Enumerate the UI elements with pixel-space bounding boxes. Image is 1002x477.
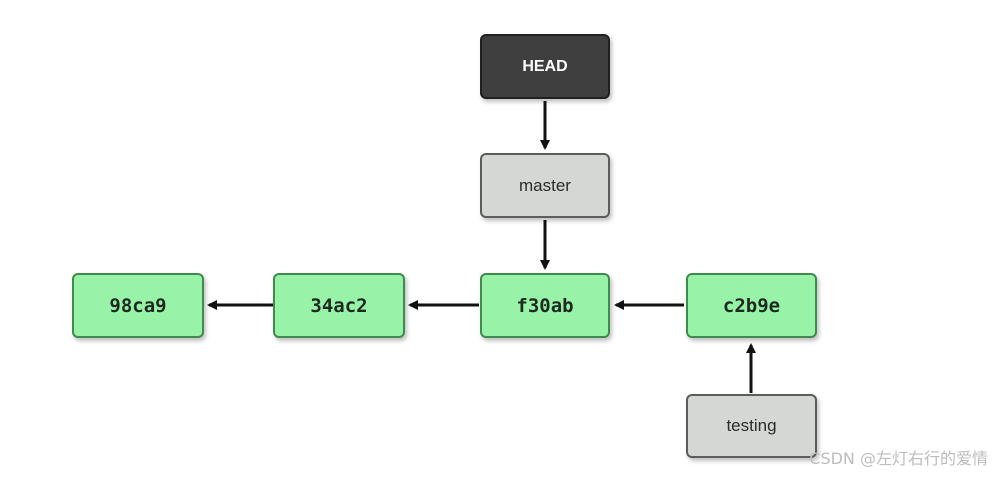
commit-34ac2: 34ac2 — [273, 273, 405, 338]
watermark: CSDN @左灯右行的爱情 — [809, 449, 988, 468]
commit-34ac2-label: 34ac2 — [310, 294, 368, 317]
commit-f30ab-label: f30ab — [516, 294, 574, 317]
branch-master-label: master — [519, 175, 571, 195]
head-pointer: HEAD — [480, 34, 610, 99]
commit-98ca9-label: 98ca9 — [109, 294, 167, 317]
head-label: HEAD — [522, 57, 568, 75]
branch-testing-label: testing — [726, 416, 777, 435]
commit-c2b9e-label: c2b9e — [722, 294, 781, 317]
branch-testing: testing — [686, 394, 817, 458]
commit-c2b9e: c2b9e — [686, 273, 817, 338]
branch-master: master — [480, 153, 610, 218]
commit-98ca9: 98ca9 — [72, 273, 204, 338]
commit-f30ab: f30ab — [480, 273, 610, 338]
